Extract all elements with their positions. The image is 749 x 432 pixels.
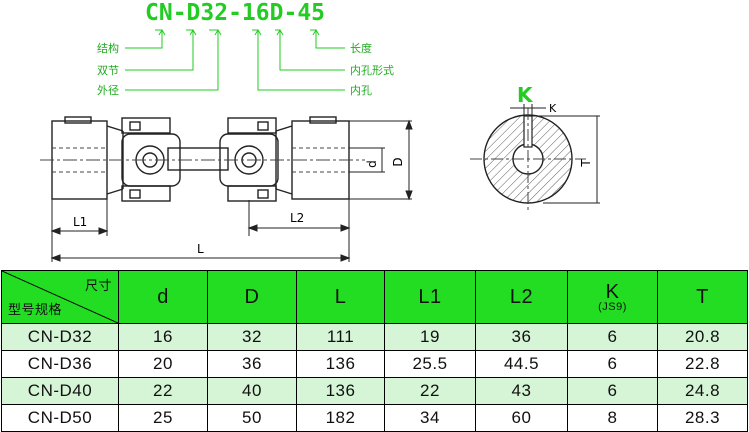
cell: 6 <box>567 377 658 405</box>
header-T: T <box>657 270 748 324</box>
header-d: d <box>118 270 208 324</box>
universal-joint-side-view <box>51 116 350 202</box>
dim-L: L <box>197 242 204 256</box>
label-outer-diameter: 外径 <box>97 84 119 97</box>
cell: 182 <box>296 404 385 432</box>
dim-L1: L1 <box>73 215 87 229</box>
cell: 22 <box>384 377 476 405</box>
dimension-lines <box>50 119 413 262</box>
header-L: L <box>296 270 385 324</box>
section-letter-K: K <box>517 83 534 107</box>
cell: 24.8 <box>657 377 748 405</box>
cell: 136 <box>296 350 385 378</box>
dim-d: d <box>365 160 379 168</box>
hidden-lines <box>52 147 349 173</box>
table-row: CN-D40 22 40 136 22 43 6 24.8 <box>1 377 748 405</box>
cell-model: CN-D50 <box>1 404 119 432</box>
label-structure: 结构 <box>97 41 119 55</box>
header-D: D <box>207 270 297 324</box>
cell: 40 <box>207 377 297 405</box>
table-row: CN-D32 16 32 111 19 36 6 20.8 <box>1 323 748 351</box>
label-length: 长度 <box>350 41 372 55</box>
cell: 25 <box>118 404 208 432</box>
cell: 20 <box>118 350 208 378</box>
cell: 44.5 <box>475 350 568 378</box>
table-row: CN-D50 25 50 182 34 60 8 28.3 <box>1 404 748 432</box>
table-row: CN-D36 20 36 136 25.5 44.5 6 22.8 <box>1 350 748 378</box>
corner-bottom-label: 型号规格 <box>8 302 63 317</box>
code-leaders <box>125 29 345 91</box>
header-K-label: K <box>605 280 620 303</box>
dim-T: T <box>579 159 593 168</box>
dim-L2: L2 <box>290 211 304 225</box>
cell: 60 <box>475 404 568 432</box>
cell: 28.3 <box>657 404 748 432</box>
cell: 36 <box>475 323 568 351</box>
header-corner-cell: 尺寸 型号规格 <box>1 270 119 324</box>
dim-D: D <box>391 157 405 166</box>
cell: 20.8 <box>657 323 748 351</box>
label-bore-type: 内孔形式 <box>350 63 394 77</box>
cell: 136 <box>296 377 385 405</box>
label-bore: 内孔 <box>350 83 372 97</box>
dim-K: K <box>549 102 557 115</box>
cell-model: CN-D36 <box>1 350 119 378</box>
table-header-row: 尺寸 型号规格 d D L L1 L2 K (JS9) T <box>1 270 748 324</box>
model-code: CN-D32-16D-45 <box>145 0 325 26</box>
header-L1: L1 <box>384 270 476 324</box>
label-double-joint: 双节 <box>97 64 119 77</box>
cell: 22.8 <box>657 350 748 378</box>
cell: 6 <box>567 350 658 378</box>
header-K-sub: (JS9) <box>598 300 627 313</box>
cross-section-view <box>470 104 600 212</box>
cell-model: CN-D32 <box>1 323 119 351</box>
cell: 36 <box>207 350 297 378</box>
cell: 34 <box>384 404 476 432</box>
cell: 111 <box>296 323 385 351</box>
corner-top-label: 尺寸 <box>84 278 112 293</box>
cell: 25.5 <box>384 350 476 378</box>
header-L2: L2 <box>475 270 568 324</box>
cell: 6 <box>567 323 658 351</box>
cell: 32 <box>207 323 297 351</box>
cell: 50 <box>207 404 297 432</box>
cell: 22 <box>118 377 208 405</box>
cell: 8 <box>567 404 658 432</box>
technical-drawing: CN-D32-16D-45 结构 双节 外径 长度 内孔形式 内孔 <box>40 0 600 262</box>
spec-table: 尺寸 型号规格 d D L L1 L2 K (JS9) T CN-D32 16 … <box>1 270 748 432</box>
cell: 16 <box>118 323 208 351</box>
cell-model: CN-D40 <box>1 377 119 405</box>
header-K: K (JS9) <box>567 270 658 324</box>
cell: 19 <box>384 323 476 351</box>
cell: 43 <box>475 377 568 405</box>
